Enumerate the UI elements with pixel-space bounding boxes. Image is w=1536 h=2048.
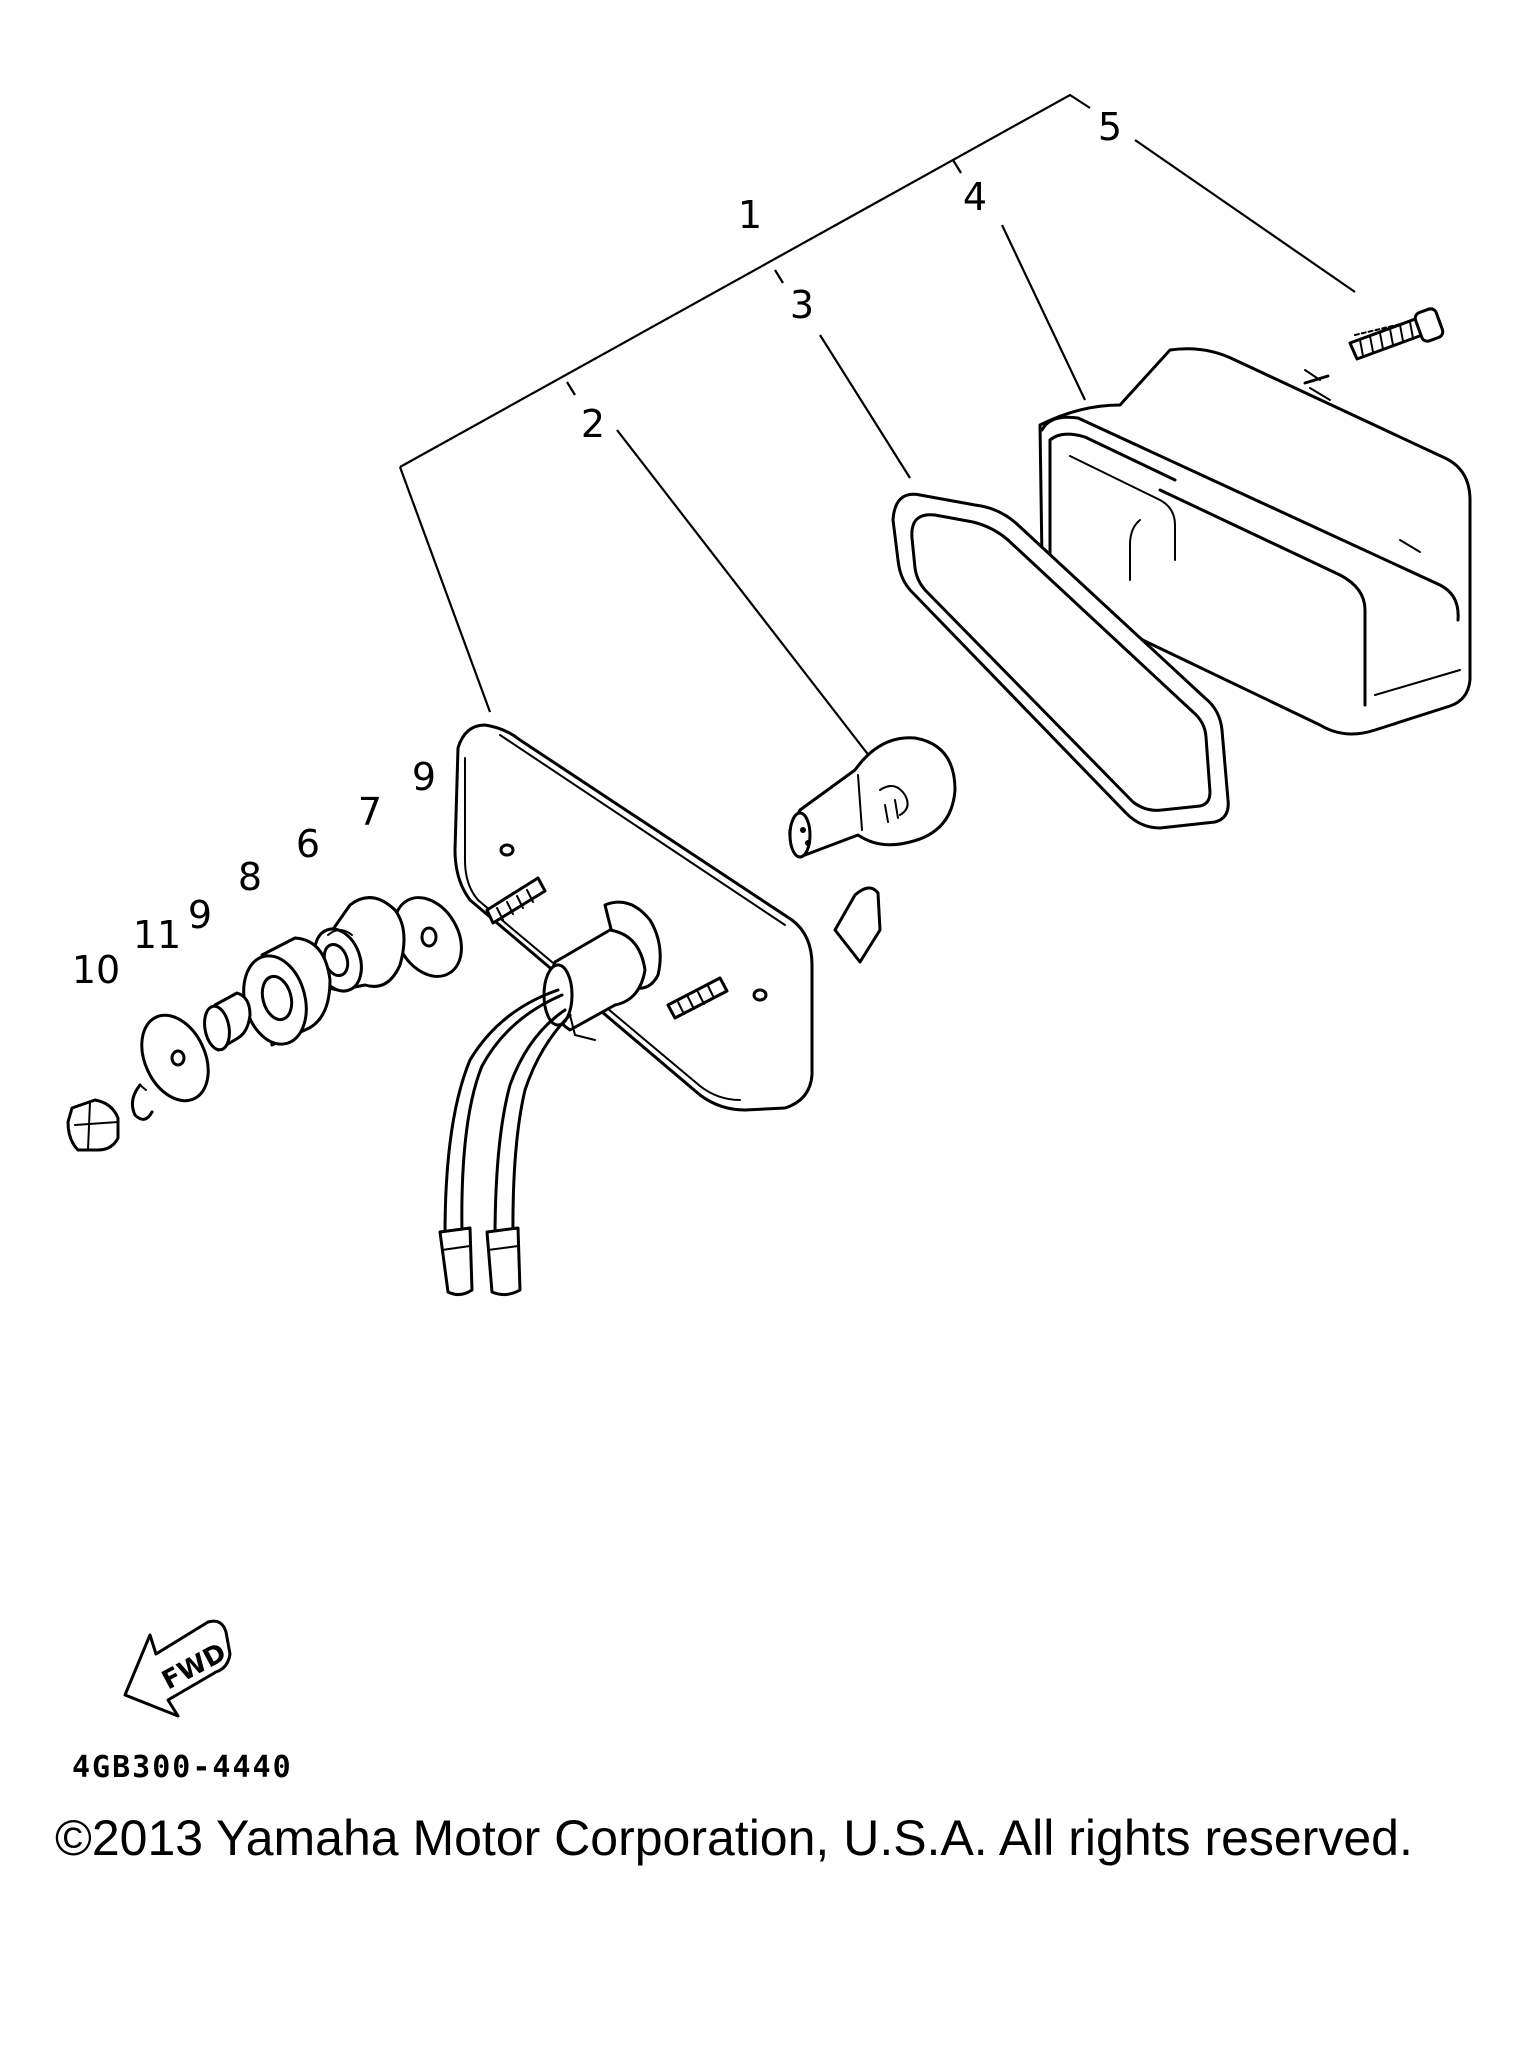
lamp-base-plate xyxy=(438,723,882,1297)
collar xyxy=(203,991,252,1052)
lock-washer xyxy=(130,1083,154,1121)
callout-6: 6 xyxy=(296,822,320,866)
callout-1: 1 xyxy=(738,193,762,237)
callout-2: 2 xyxy=(581,402,605,446)
callout-7: 7 xyxy=(358,790,382,834)
part-leaders xyxy=(616,139,1356,758)
callout-5: 5 xyxy=(1098,105,1122,149)
callout-3: 3 xyxy=(790,283,814,327)
diagram-part-code: 4GB300-4440 xyxy=(72,1750,293,1785)
callout-9-lower: 9 xyxy=(188,893,212,937)
housing-screw xyxy=(1303,307,1445,385)
washer-lower xyxy=(140,1013,210,1103)
bulb xyxy=(788,736,957,859)
callout-8: 8 xyxy=(238,855,262,899)
callout-11: 11 xyxy=(133,913,181,957)
damper xyxy=(242,936,332,1047)
fwd-arrow-icon: FWD xyxy=(123,1619,232,1718)
callout-labels: 1 3 4 5 2 9 7 6 8 9 11 10 xyxy=(72,105,1122,992)
gasket xyxy=(891,492,1230,830)
lens-housing xyxy=(1038,347,1472,736)
washer-upper xyxy=(393,896,463,978)
callout-10: 10 xyxy=(72,948,120,992)
nut xyxy=(66,1098,120,1152)
copyright-notice: ©2013 Yamaha Motor Corporation, U.S.A. A… xyxy=(55,1810,1413,1866)
callout-4: 4 xyxy=(963,175,987,219)
callout-9-upper: 9 xyxy=(412,755,436,799)
assembly-bracket xyxy=(398,93,1091,713)
